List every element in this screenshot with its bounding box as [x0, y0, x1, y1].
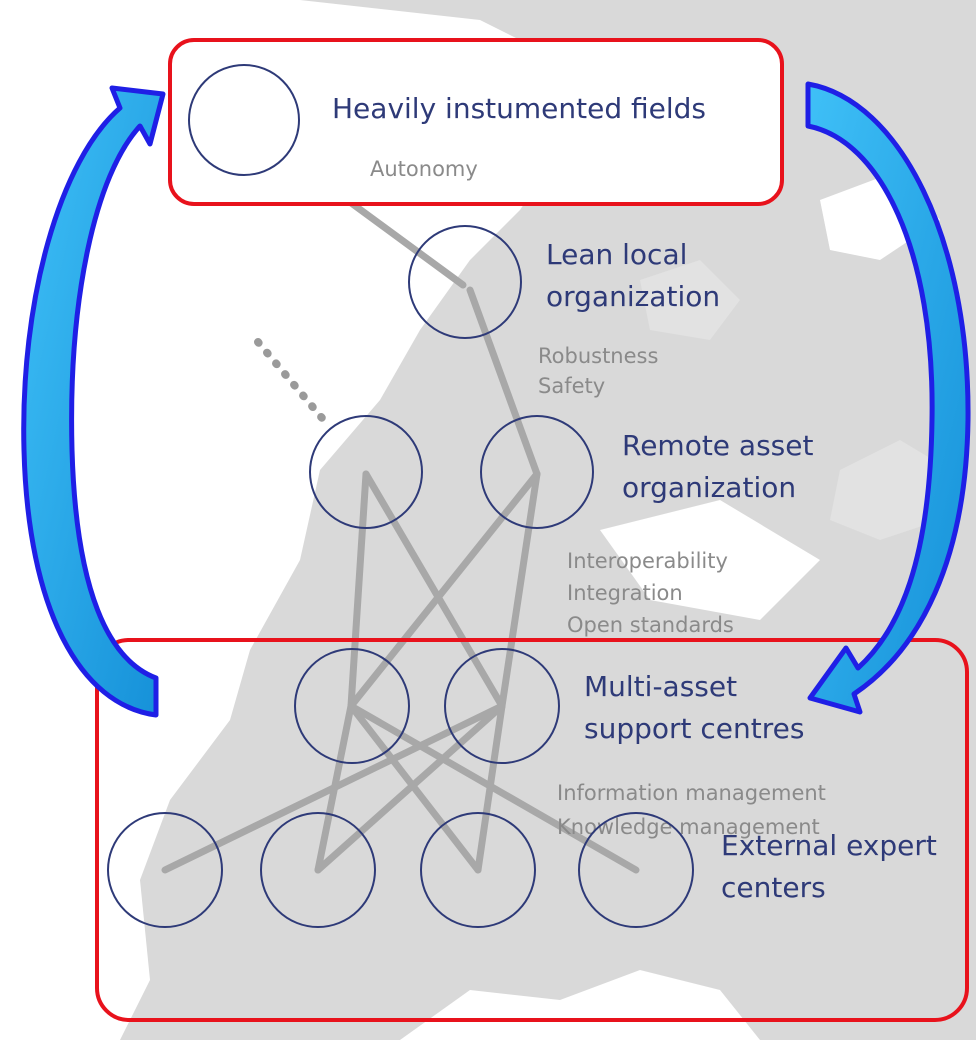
lean-local-node: [408, 225, 522, 339]
dotted-link-offscreen: [254, 338, 326, 422]
remote-asset-title: Remote asset organization: [622, 429, 822, 504]
link-remote-left-multi-left: [347, 470, 370, 710]
lean-local-title: Lean local organization: [546, 238, 720, 313]
fields-quality: Autonomy: [370, 157, 478, 181]
multi-asset-node-left: [294, 648, 410, 764]
link-remote-left-multi-right: [362, 470, 506, 710]
arrow-up-left-icon: [21, 85, 166, 718]
platform-node: [188, 64, 300, 176]
multi-asset-node-right: [444, 648, 560, 764]
feedback-arrow-right: [805, 81, 971, 715]
remote-asset-node-right: [480, 415, 594, 529]
map-inlet: [600, 500, 820, 620]
external-node-3: [420, 812, 536, 928]
feedback-arrow-left: [21, 85, 166, 718]
connection-lines: [161, 121, 640, 874]
arrow-down-right-icon: [805, 81, 971, 715]
multi-asset-qualities: Information management Knowledge managem…: [557, 781, 833, 839]
link-multi-right-ext-1: [161, 702, 506, 874]
link-remote-right-multi-right: [498, 470, 541, 710]
external-node-4: [578, 812, 694, 928]
external-node-1: [107, 812, 223, 928]
link-remote-right-multi-left: [347, 470, 541, 710]
map-island: [830, 440, 950, 540]
remote-asset-qualities: Interoperability Integration Open standa…: [567, 549, 735, 637]
frame-support-and-experts: [95, 638, 969, 1022]
frame-fields: [168, 38, 784, 206]
map-island: [640, 260, 740, 340]
external-title: External expert centers: [721, 829, 946, 904]
link-lean-remote: [466, 286, 541, 478]
fields-title: Heavily instumented fields: [332, 92, 706, 125]
remote-asset-node-left: [309, 415, 423, 529]
link-multi-right-ext-2: [314, 702, 506, 874]
lean-local-qualities: Robustness Safety: [538, 344, 665, 398]
multi-asset-title: Multi-asset support centres: [584, 670, 804, 745]
link-multi-right-ext-3: [474, 702, 506, 874]
external-node-2: [260, 812, 376, 928]
